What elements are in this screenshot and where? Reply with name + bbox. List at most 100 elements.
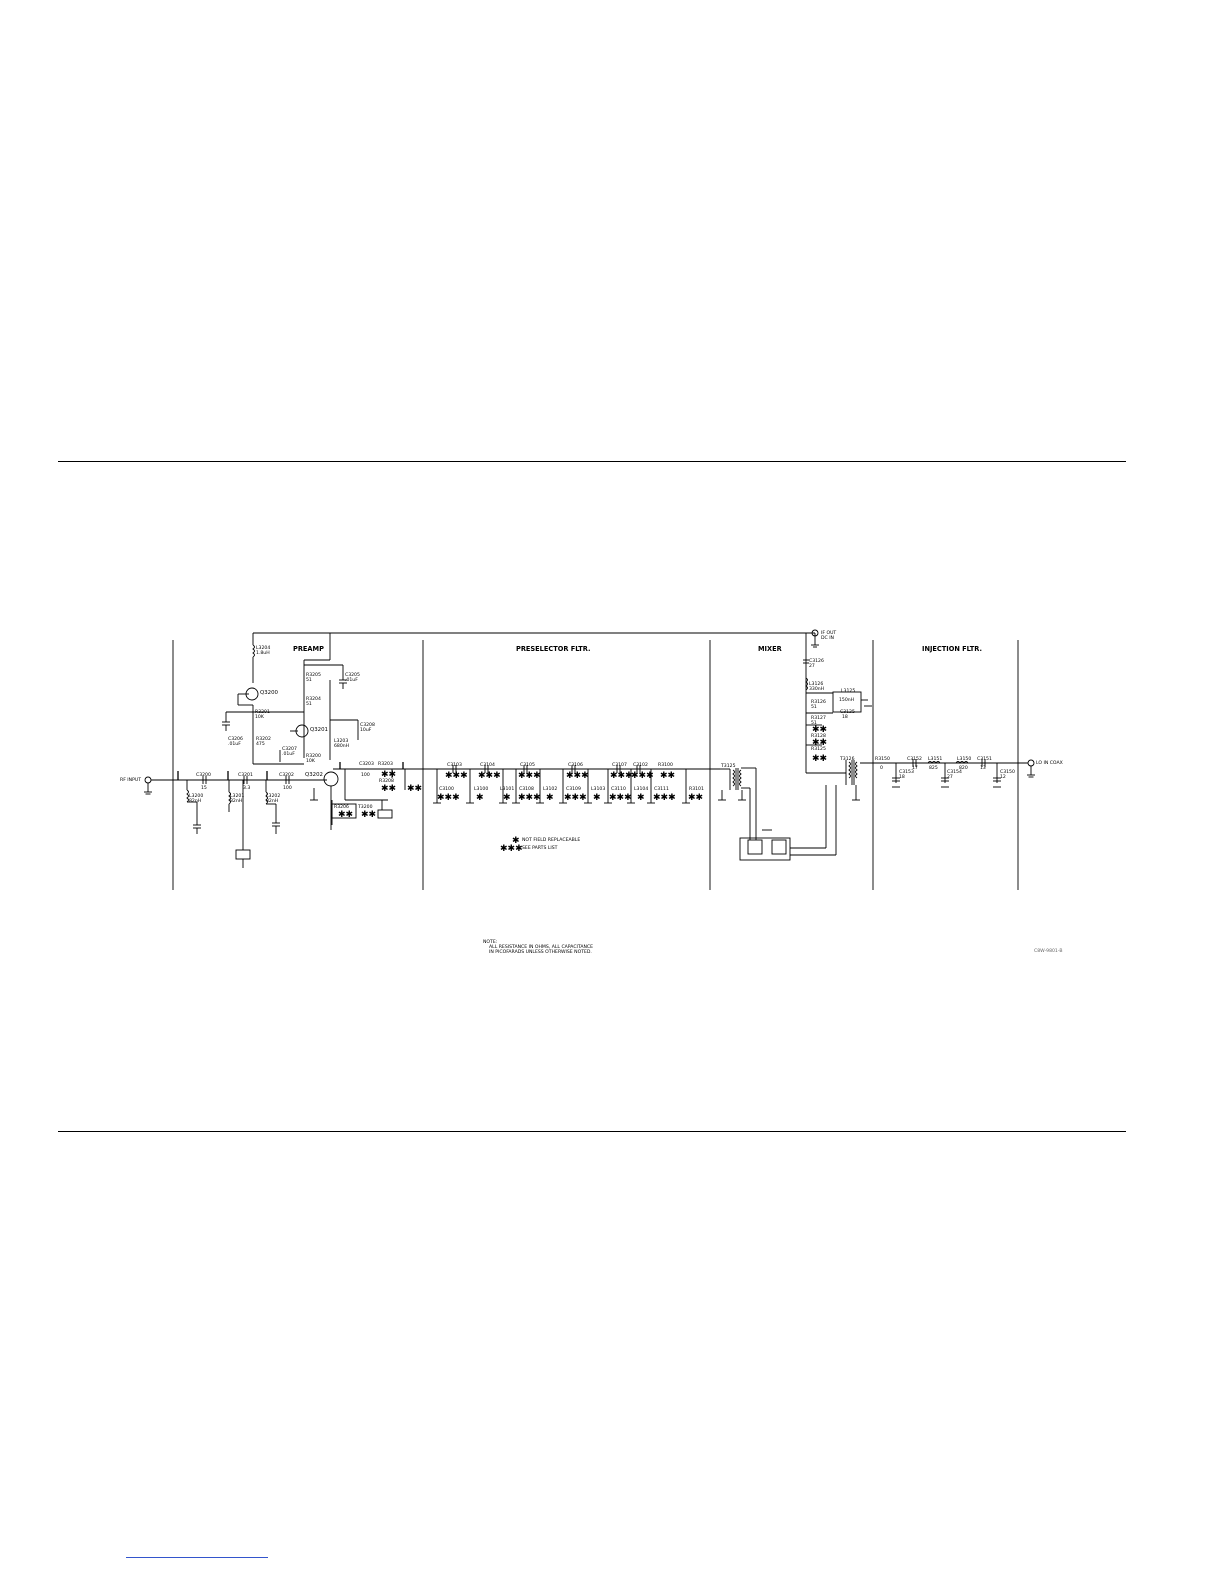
r3150-value: 0 [880,765,883,771]
r3101-label: R3101 [689,786,704,792]
marker-r3127: ✱✱ [812,725,827,735]
section-title-preamp: PREAMP [293,645,324,653]
c3126-label: C3126 [809,658,824,664]
c3201-value: 3.3 [243,785,250,791]
marker-r3209: ✱✱ [407,784,422,794]
lo-in-connector-icon [1027,759,1035,767]
t3125-label: T3125 [720,763,736,769]
r3206-label: R3206 [334,804,349,810]
rf-input-connector-icon [144,776,152,795]
c3108-label: C3108 [519,786,534,792]
l3200-label: L3200 [189,793,203,799]
marker-r3100: ✱✱ [660,771,675,781]
t3200-label: T3200 [357,804,373,810]
r3128-label: R3128 [811,733,826,739]
marker-r3206: ✱✱ [338,810,353,820]
legend-triple-text: SEE PARTS LIST [522,845,558,851]
r3202-value: 475 [256,741,265,747]
l3103-label: L3103 [591,786,605,792]
c3105-label: C3105 [520,762,535,768]
c3110-label: C3110 [611,786,626,792]
c3206-label: C3206 [228,736,243,742]
l3204-value: 1.8uH [256,650,270,656]
c3207-value: .01uF [282,751,295,757]
marker-r3101: ✱✱ [688,793,703,803]
c3109-label: C3109 [566,786,581,792]
marker-c3105: ✱✱✱ [518,771,541,781]
r3204-label: R3204 [306,696,321,702]
marker-c3100: ✱✱✱ [437,793,460,803]
c3106-label: C3106 [568,762,583,768]
l3201-label: L3201 [230,793,244,799]
inductor-l3200-icon [186,780,201,834]
marker-r3125: ✱✱ [812,754,827,764]
rf-input-label: RF INPUT [120,777,141,783]
c3208-label: C3208 [360,722,375,728]
c3125-label: C3125 [840,709,855,715]
preselector-shunt-legs [433,769,690,804]
marker-r3208: ✱✱ [381,784,396,794]
r3204-value: 51 [306,701,312,707]
c3111-label: C3111 [654,786,669,792]
legend-triple-mark: ✱✱✱ [500,844,523,854]
c3125-value: 18 [842,714,848,720]
main-signal-path [151,762,1028,781]
marker-l3104: ✱ [637,793,645,803]
r3202-label: R3202 [256,736,271,742]
l3126-value: 330nH [809,686,824,692]
capacitor-c3201-icon [243,776,248,784]
r3200-value: 10K [306,758,316,764]
transistor-q3200-icon [237,687,259,706]
drawing-number: C8W-9801-B [1034,948,1062,954]
capacitor-c3200-icon [202,776,207,784]
marker-c3109: ✱✱✱ [564,793,587,803]
marker-c3108: ✱✱✱ [518,793,541,803]
r3150-label: R3150 [875,756,890,762]
if-out-sublabel: DC IN [821,635,834,641]
q3201-label: Q3201 [310,727,328,733]
footer-link-underline[interactable] [126,1557,268,1558]
c3154-value: 27 [947,774,953,780]
r3127-label: R3127 [811,715,826,721]
r3208-label: R3208 [379,778,394,784]
l3126-label: L3126 [809,681,823,687]
marker-l3101: ✱ [503,793,511,803]
c3205-label: C3205 [345,672,360,678]
r3127-value: 51 [811,720,817,726]
l3203-label: L3203 [334,738,348,744]
marker-c3106: ✱✱✱ [566,771,589,781]
section-title-injection: INJECTION FLTR. [922,645,982,653]
c3151-value: 13 [980,765,986,771]
c3153-value: 18 [899,774,905,780]
section-dividers [172,640,1019,890]
r3205-label: R3205 [306,672,321,678]
c3203-label: C3203 [359,761,374,767]
legend-single-text: NOT FIELD REPLACEABLE [522,837,580,843]
section-title-mixer: MIXER [758,645,782,653]
transistor-q3202-icon [305,771,339,830]
c3208-value: 10uF [360,727,372,733]
c3150-value: 12 [1000,774,1006,780]
c3154-label: C3154 [947,769,962,775]
l3204-label: L3204 [256,645,270,651]
if-out-label: IF OUT [821,630,836,636]
c3153-label: C3153 [899,769,914,775]
l3203-value: 680nH [334,743,349,749]
r3126-value: 51 [811,704,817,710]
r3201-value: 10K [255,714,265,720]
l3100-label: L3100 [474,786,488,792]
r3100-label: R3100 [658,762,673,768]
l3201-value: 82nH [230,798,242,804]
r3200-label: R3200 [306,753,321,759]
r3203-label: R3203 [378,761,393,767]
l3202-label: L3202 [266,793,280,799]
c3202-value: 100 [283,785,292,791]
injection-filter-circuit [892,759,1035,788]
q3200-label: Q3200 [260,690,279,696]
section-title-preselector: PRESELECTOR FLTR. [516,645,591,653]
marker-c3111: ✱✱✱ [653,793,676,803]
c3102-label: C3102 [633,762,648,768]
l3101-label: L3101 [500,786,514,792]
inductor-l3201-icon [228,780,251,868]
